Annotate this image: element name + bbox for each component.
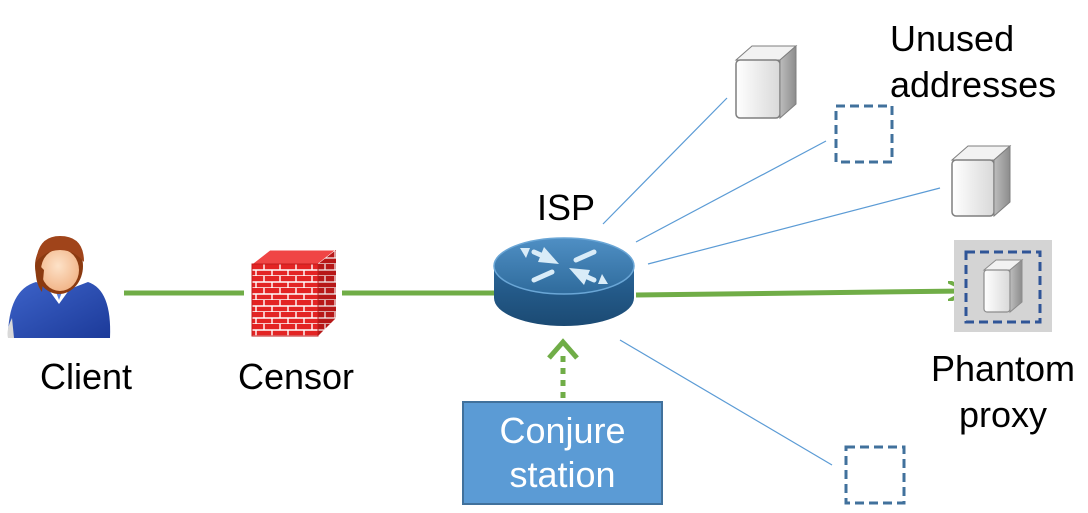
server-icon <box>950 144 1012 218</box>
phantom-proxy-label-line-2: proxy <box>958 394 1048 435</box>
unused-addresses-label: Unused addresses <box>890 16 1086 108</box>
link-to-server-2 <box>647 187 941 265</box>
isp-label: ISP <box>536 187 596 228</box>
link-to-unused-2 <box>619 339 833 466</box>
unused-address-box <box>834 104 894 164</box>
phantom-proxy-icon <box>954 240 1052 332</box>
unused-addresses-label-line-2: addresses <box>890 64 1057 105</box>
user-icon <box>7 236 111 338</box>
link-to-server-1 <box>602 97 728 225</box>
link-to-unused-1 <box>635 140 827 243</box>
isp-phantom-connection <box>635 291 964 295</box>
unused-address-links <box>602 97 941 466</box>
client-label: Client <box>39 356 133 397</box>
router-icon <box>493 237 635 326</box>
unused-addresses-label-line-1: Unused <box>890 18 1015 59</box>
phantom-proxy-label: Phantom proxy <box>918 346 1088 438</box>
phantom-proxy-label-line-1: Phantom <box>930 348 1076 389</box>
conjure-station-box: Conjure station <box>462 401 663 505</box>
firewall-icon <box>250 249 338 337</box>
conjure-station-label-line-2: station <box>509 454 616 495</box>
conjure-station-label-line-1: Conjure <box>499 410 626 451</box>
unused-address-box <box>844 445 906 505</box>
server-icon <box>734 44 798 120</box>
censor-label: Censor <box>237 356 355 397</box>
conjure-arrow-head <box>547 338 579 360</box>
